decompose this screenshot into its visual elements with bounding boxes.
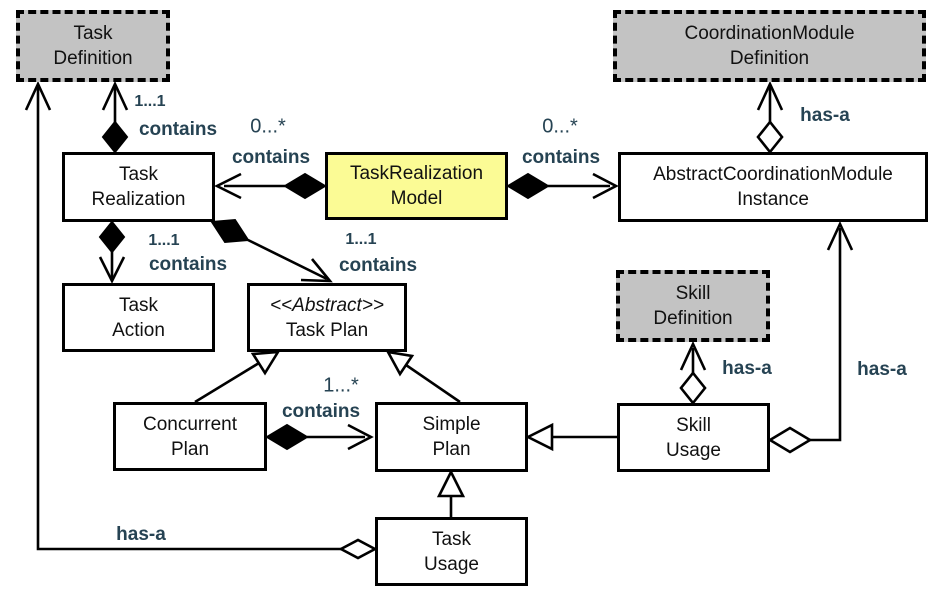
edge-concurrentplan-contains-simpleplan [265, 423, 374, 451]
node-coordination-module-definition-line2: Definition [729, 48, 810, 69]
edge-simpleplan-generalizes-taskplan [385, 350, 461, 404]
label-coorddef-hasa: has-a [800, 105, 850, 126]
edge-skillusage-generalizes-simpleplan [525, 422, 617, 452]
edge-skillusage-hasa-skilldefinition [679, 340, 707, 406]
node-abstract-coordination-module-instance-line1: AbstractCoordinationModule [653, 164, 893, 185]
composition-diamond [283, 172, 327, 200]
composition-diamond [506, 172, 550, 200]
node-task-plan-stereotype: <<Abstract>> [269, 294, 385, 316]
node-simple-plan: Simple Plan [375, 402, 528, 472]
label-acmi-hasa: has-a [857, 359, 907, 380]
node-task-usage-line1: Task [431, 528, 472, 550]
composition-diamond [265, 423, 309, 451]
node-task-definition-line2: Definition [53, 48, 133, 69]
node-skill-definition-line1: Skill [675, 283, 711, 304]
node-abstract-coordination-module-instance-line2: Instance [737, 189, 809, 210]
edge-taskusage-generalizes-simpleplan [436, 469, 466, 517]
edge-model-contains-acmi [506, 172, 619, 200]
node-task-realization-model-line1: TaskRealization [349, 163, 484, 184]
edge-taskusage-hasa-taskdefinition [24, 80, 378, 560]
open-arrowhead [214, 172, 242, 200]
generalization-triangle [436, 469, 466, 498]
open-arrowhead [101, 80, 129, 111]
node-task-realization-line2: Realization [91, 189, 186, 210]
node-concurrent-plan-line2: Plan [170, 438, 210, 460]
open-arrowhead [826, 220, 854, 251]
label-model-right-mult: 0...* [542, 115, 578, 138]
node-task-realization: Task Realization [62, 152, 215, 222]
composition-diamond [101, 120, 129, 154]
label-model-left-mult: 0...* [250, 115, 286, 138]
edge-taskrealization-contains-taskdefinition [101, 80, 129, 154]
generalization-triangle [385, 350, 415, 377]
node-coordination-module-definition-line1: CoordinationModule [684, 23, 855, 44]
node-task-action-line1: Task [118, 294, 159, 316]
aggregation-diamond [679, 370, 707, 406]
node-skill-usage-line2: Usage [666, 439, 721, 461]
label-taskplan-contains: contains [338, 255, 418, 276]
edge-model-contains-taskrealization [214, 172, 327, 200]
node-concurrent-plan-line1: Concurrent [143, 413, 237, 435]
node-concurrent-plan: Concurrent Plan [113, 402, 267, 471]
open-arrowhead [347, 423, 374, 451]
node-simple-plan-line2: Plan [432, 439, 471, 460]
edge-taskrealization-contains-taskplan [210, 218, 333, 283]
label-taskdef-contains-mult: 1...1 [134, 93, 166, 110]
node-task-usage: Task Usage [375, 517, 528, 586]
composition-diamond [210, 218, 250, 244]
node-task-definition: Task Definition [16, 10, 170, 82]
node-task-realization-line1: Task [118, 164, 159, 185]
node-skill-definition-line2: Definition [653, 308, 733, 329]
label-model-right-contains: contains [521, 147, 601, 168]
open-arrowhead [679, 340, 707, 371]
label-taskplan-contains-mult: 1...1 [345, 231, 377, 248]
aggregation-diamond [756, 119, 784, 155]
node-abstract-coordination-module-instance: AbstractCoordinationModule Instance [618, 152, 928, 222]
open-arrowhead [98, 256, 126, 284]
edge-taskrealization-contains-taskaction [98, 220, 126, 284]
node-task-plan: <<Abstract>> Task Plan [247, 283, 407, 352]
node-simple-plan-line1: Simple [422, 414, 481, 435]
node-skill-usage: Skill Usage [617, 403, 770, 472]
node-task-usage-line2: Usage [424, 553, 479, 575]
label-taskaction-contains-mult: 1...1 [148, 232, 180, 249]
label-model-left-contains: contains [231, 147, 311, 168]
node-task-plan-line2: Task Plan [285, 319, 369, 341]
edge-concurrentplan-generalizes-taskplan [194, 350, 281, 404]
node-task-definition-line1: Task [73, 23, 113, 44]
open-arrowhead [592, 172, 619, 200]
edge-acmi-hasa-coorddefinition [756, 80, 784, 155]
node-task-action-line2: Action [112, 319, 165, 341]
aggregation-diamond [338, 538, 378, 560]
node-task-realization-model-line2: Model [390, 188, 443, 209]
node-task-action: Task Action [62, 283, 215, 352]
label-taskaction-contains: contains [148, 254, 228, 275]
open-arrowhead [756, 80, 784, 111]
node-task-realization-model: TaskRealization Model [325, 152, 508, 220]
node-skill-definition: Skill Definition [616, 270, 770, 342]
generalization-triangle [250, 350, 281, 376]
open-arrowhead [24, 80, 52, 111]
label-simpleplan-contains: contains [281, 401, 361, 422]
label-taskdef-hasa: has-a [116, 524, 166, 545]
edge-skillusage-hasa-acmi [767, 220, 854, 454]
node-coordination-module-definition: CoordinationModule Definition [613, 10, 926, 82]
label-simpleplan-contains-mult: 1...* [323, 374, 359, 397]
generalization-triangle [525, 422, 554, 452]
aggregation-diamond [767, 426, 813, 454]
label-skilldef-hasa: has-a [722, 358, 772, 379]
composition-diamond [98, 220, 126, 254]
open-arrowhead [300, 258, 333, 283]
label-taskdef-contains: contains [138, 119, 218, 140]
node-skill-usage-line1: Skill [676, 414, 711, 436]
